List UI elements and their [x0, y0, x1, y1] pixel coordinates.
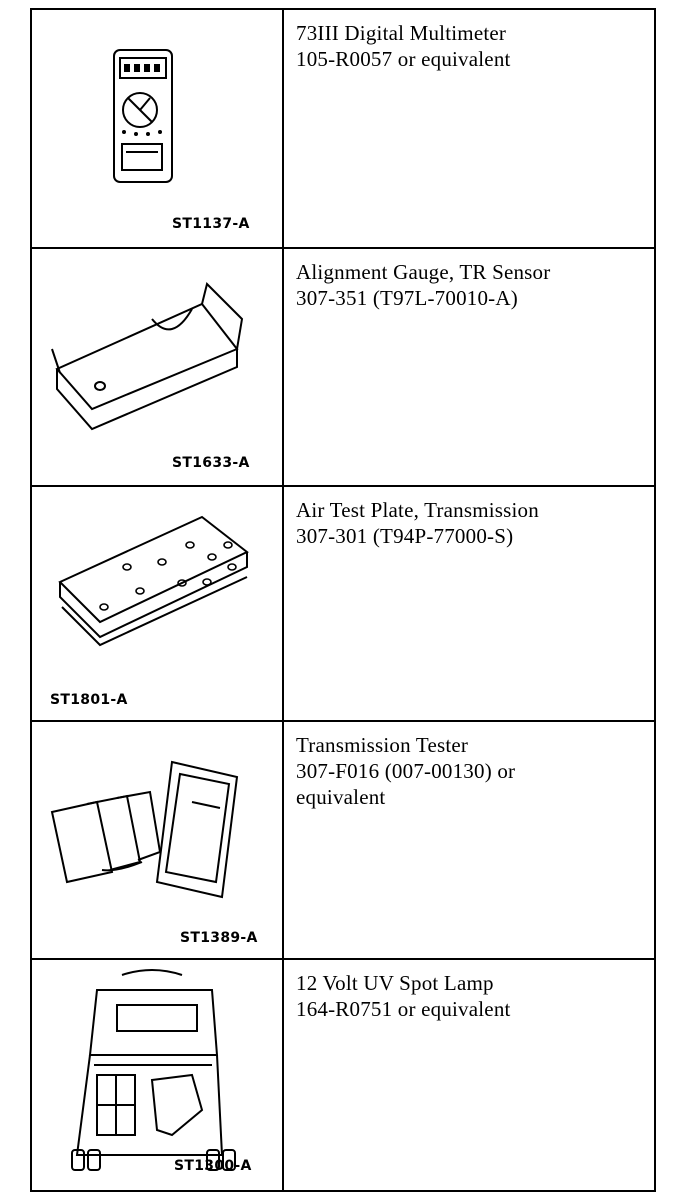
- tool-image-cell: ST1300-A: [32, 960, 284, 1190]
- tool-part-number: 164-R0751 or equivalent: [296, 997, 511, 1021]
- tool-note: equivalent: [296, 785, 386, 809]
- tool-table: ST1137-A 73III Digital Multimeter 105-R0…: [30, 8, 656, 1192]
- table-row: ST1633-A Alignment Gauge, TR Sensor 307-…: [32, 249, 654, 487]
- tool-part-number: 307-F016 (007-00130) or: [296, 759, 516, 783]
- tool-description: Air Test Plate, Transmission 307-301 (T9…: [284, 487, 654, 720]
- transmission-tester-icon: [32, 722, 282, 958]
- table-row: ST1801-A Air Test Plate, Transmission 30…: [32, 487, 654, 722]
- tool-label: ST1300-A: [174, 1158, 252, 1174]
- tool-image-cell: ST1801-A: [32, 487, 284, 720]
- tool-description: 73III Digital Multimeter 105-R0057 or eq…: [284, 10, 654, 247]
- tool-image-cell: ST1137-A: [32, 10, 284, 247]
- tool-name: Transmission Tester: [296, 733, 469, 757]
- tool-description: Transmission Tester 307-F016 (007-00130)…: [284, 722, 654, 958]
- tool-name: Air Test Plate, Transmission: [296, 498, 539, 522]
- table-row: ST1300-A 12 Volt UV Spot Lamp 164-R0751 …: [32, 960, 654, 1190]
- tool-part-number: 105-R0057 or equivalent: [296, 47, 511, 71]
- air-test-plate-icon: [32, 487, 282, 720]
- tool-label: ST1801-A: [50, 692, 128, 708]
- tool-label: ST1389-A: [180, 930, 258, 946]
- tool-description: Alignment Gauge, TR Sensor 307-351 (T97L…: [284, 249, 654, 485]
- tool-description: 12 Volt UV Spot Lamp 164-R0751 or equiva…: [284, 960, 654, 1190]
- tool-label: ST1633-A: [172, 455, 250, 471]
- tool-image-cell: ST1389-A: [32, 722, 284, 958]
- tool-name: 12 Volt UV Spot Lamp: [296, 971, 494, 995]
- tool-name: 73III Digital Multimeter: [296, 21, 507, 45]
- tool-image-cell: ST1633-A: [32, 249, 284, 485]
- uv-spot-lamp-kit-icon: [32, 960, 282, 1188]
- table-row: ST1389-A Transmission Tester 307-F016 (0…: [32, 722, 654, 960]
- tool-name: Alignment Gauge, TR Sensor: [296, 260, 551, 284]
- digital-multimeter-icon: [32, 10, 282, 247]
- tool-label: ST1137-A: [172, 216, 250, 232]
- tool-part-number: 307-301 (T94P-77000-S): [296, 524, 514, 548]
- tool-part-number: 307-351 (T97L-70010-A): [296, 286, 518, 310]
- table-row: ST1137-A 73III Digital Multimeter 105-R0…: [32, 10, 654, 249]
- alignment-gauge-icon: [32, 249, 282, 485]
